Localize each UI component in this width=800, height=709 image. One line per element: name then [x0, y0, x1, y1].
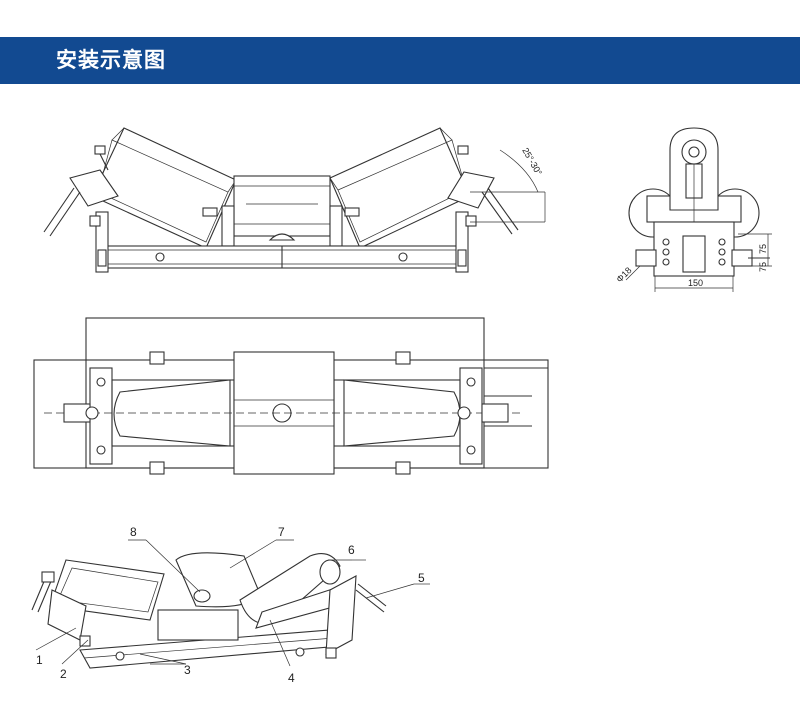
front-view: 25°-30° [43, 127, 546, 273]
isometric-view [31, 539, 430, 669]
callout-8: 8 [130, 525, 137, 539]
callout-3: 3 [184, 663, 191, 677]
dimension-75-lower: 75 [758, 262, 768, 272]
callout-1: 1 [36, 653, 43, 667]
plan-view [33, 317, 549, 475]
section-title: 安装示意图 [56, 48, 166, 72]
left-inclined-roller [91, 127, 237, 249]
callout-labels: 1 2 3 4 5 6 7 8 [36, 525, 425, 685]
angle-dimension: 25°-30° [520, 146, 544, 178]
diameter-18-label: Φ18 [614, 265, 633, 284]
end-view: 150 75 75 Φ18 [614, 127, 772, 292]
callout-6: 6 [348, 543, 355, 557]
section-header-bar: 安装示意图 [0, 37, 800, 84]
dimension-75-upper: 75 [758, 244, 768, 254]
callout-4: 4 [288, 671, 295, 685]
base-beam [105, 245, 459, 269]
callout-5: 5 [418, 571, 425, 585]
callout-7: 7 [278, 525, 285, 539]
middle-roller [233, 175, 331, 241]
right-inclined-roller [329, 127, 471, 249]
callout-2: 2 [60, 667, 67, 681]
dimension-150: 150 [688, 278, 703, 288]
